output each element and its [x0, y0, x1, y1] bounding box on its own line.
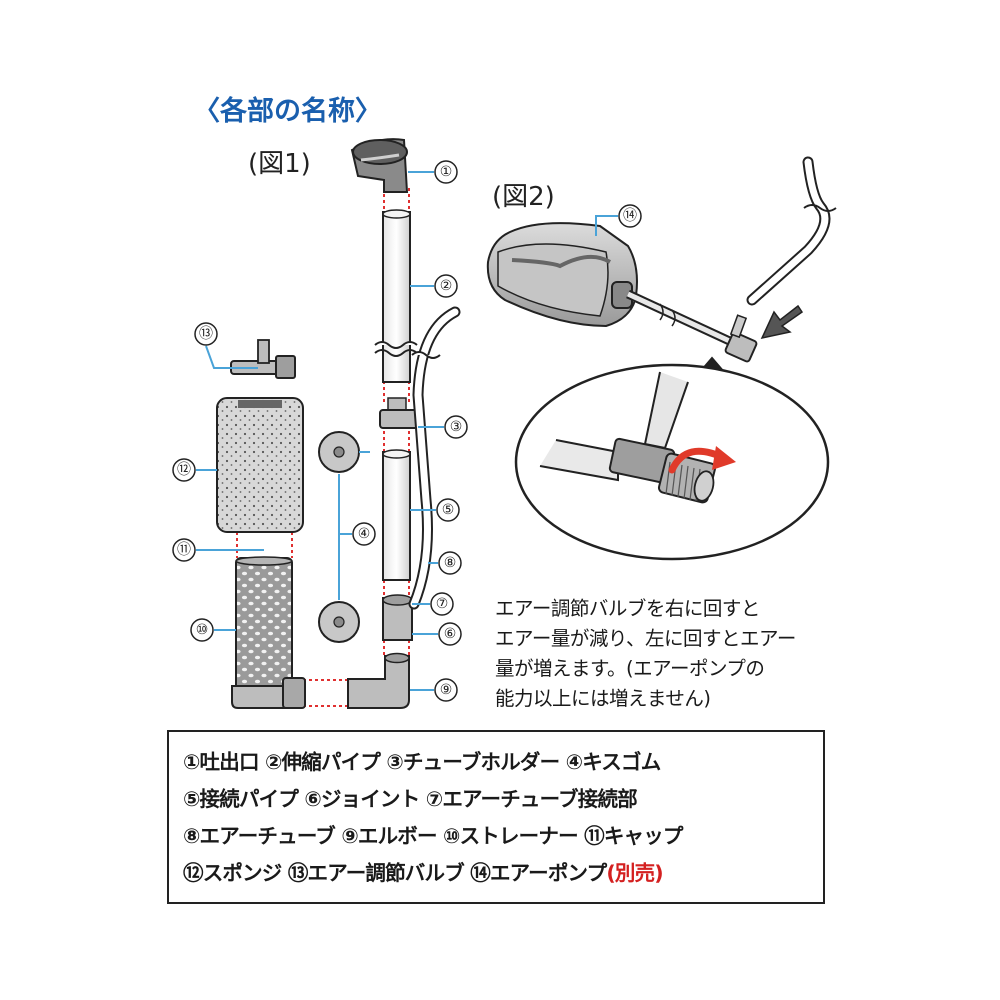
callout-11: ⑪	[172, 538, 196, 562]
description-line: エアー調節バルブを右に回すと	[495, 597, 760, 620]
svg-text:⑥: ⑥	[444, 626, 457, 642]
callout-07: ⑦	[430, 592, 454, 616]
callout-05: ⑤	[436, 498, 460, 522]
legend-row-4: ⑫スポンジ ⑬エアー調節バルブ ⑭エアーポンプ(別売)	[183, 855, 813, 892]
legend-row-1: ①吐出口 ②伸縮パイプ ③チューブホルダー ④キスゴム	[183, 750, 661, 774]
callout-12: ⑫	[172, 458, 196, 482]
svg-text:⑦: ⑦	[436, 596, 449, 612]
callout-03: ③	[444, 415, 468, 439]
svg-text:⑤: ⑤	[442, 502, 455, 518]
telescopic-pipe	[374, 209, 418, 383]
svg-text:③: ③	[450, 419, 463, 435]
svg-text:⑫: ⑫	[177, 462, 191, 478]
callout-08: ⑧	[438, 551, 462, 575]
joint-part	[382, 594, 413, 641]
elbow-part	[347, 652, 410, 709]
callout-14: ⑭	[618, 204, 642, 228]
parts-legend: ①吐出口 ②伸縮パイプ ③チューブホルダー ④キスゴム ⑤接続パイプ ⑥ジョイン…	[167, 730, 825, 904]
zoom-detail	[514, 363, 830, 561]
callout-04: ④	[352, 522, 376, 546]
leader-lines	[196, 171, 444, 691]
callout-10: ⑩	[190, 618, 214, 642]
figure1: ① ② ③ ④ ⑤ ⑥ ⑦ ⑧ ⑨ ⑩ ⑪ ⑫ ⑬	[172, 138, 468, 709]
svg-text:⑨: ⑨	[440, 682, 453, 698]
kiss-rubber-upper	[318, 431, 360, 473]
outlet-part	[350, 138, 409, 193]
sold-separately-note: (別売)	[606, 861, 663, 885]
sponge-part	[216, 397, 304, 533]
svg-text:⑪: ⑪	[177, 542, 191, 558]
description-line: 量が増えます。(エアーポンプの	[495, 657, 765, 680]
description-line: エアー量が減り、左に回すとエアー	[495, 627, 796, 650]
figure1-label: (図1)	[248, 149, 311, 179]
svg-text:⑩: ⑩	[196, 622, 209, 638]
connection-pipe	[382, 449, 411, 581]
svg-text:①: ①	[440, 164, 453, 180]
adjustment-description: エアー調節バルブを右に回すと エアー量が減り、左に回すとエアー 量が増えます。(…	[495, 594, 845, 714]
callout-02: ②	[434, 274, 458, 298]
air-valve-part	[230, 339, 296, 379]
assembly-guide-lines	[236, 188, 410, 707]
svg-text:④: ④	[358, 526, 371, 542]
kiss-rubber-lower	[318, 601, 360, 643]
svg-text:⑬: ⑬	[199, 326, 213, 342]
svg-text:⑭: ⑭	[623, 208, 637, 224]
diagram-title: 〈各部の名称〉	[193, 95, 382, 127]
tube-holder	[379, 397, 419, 429]
callout-01: ①	[434, 160, 458, 184]
callout-06: ⑥	[438, 622, 462, 646]
air-pump	[486, 222, 638, 328]
figure2-label: (図2)	[492, 182, 555, 212]
callout-09: ⑨	[434, 678, 458, 702]
figure2: ⑭	[486, 156, 837, 561]
svg-text:⑧: ⑧	[444, 555, 457, 571]
legend-row-3: ⑧エアーチューブ ⑨エルボー ⑩ストレーナー ⑪キャップ	[183, 824, 683, 848]
description-line: 能力以上には増えません)	[495, 687, 711, 710]
svg-text:②: ②	[440, 278, 453, 294]
legend-row-4-text: ⑫スポンジ ⑬エアー調節バルブ ⑭エアーポンプ	[183, 861, 607, 885]
legend-row-2: ⑤接続パイプ ⑥ジョイント ⑦エアーチューブ接続部	[183, 787, 638, 811]
strainer-part	[231, 556, 306, 709]
callout-13: ⑬	[194, 322, 218, 346]
